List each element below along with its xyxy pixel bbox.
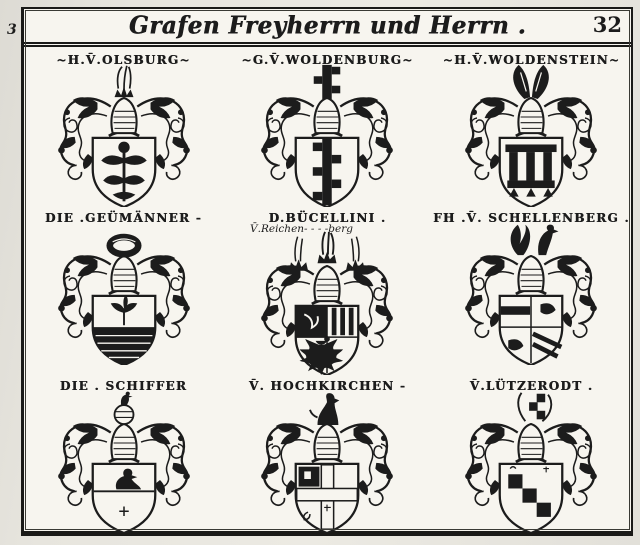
title-bar: Grafen Freyherrn und Herrn . 32 xyxy=(24,9,631,47)
page-title: Grafen Freyherrn und Herrn . xyxy=(128,11,527,40)
handwritten-margin-number: 3 xyxy=(7,22,17,38)
arms-cell-bucellini: D.BÜCELLINI . V̄.Reichen- - - -berg xyxy=(223,207,432,375)
arms-cell-schiffer: DIE . SCHIFFER xyxy=(24,375,223,533)
arms-grid: ~H.V̄.OLSBURG~ xyxy=(24,49,631,531)
arms-cell-woldenburg: ~G.V̄.WOLDENBURG~ xyxy=(223,49,432,207)
hochkirchen-crest-engraving xyxy=(239,393,415,533)
page-frame: Grafen Freyherrn und Herrn . 32 ~H.V̄.OL… xyxy=(21,7,633,536)
woldenburg-crest-engraving xyxy=(239,64,415,207)
arms-caption: FH .V̄. SCHELLENBERG . xyxy=(433,211,630,225)
bucellini-crest-engraving xyxy=(239,231,415,375)
schiffer-crest-engraving xyxy=(36,391,212,533)
arms-cell-hochkirchen: V̄. HOCHKIRCHEN - xyxy=(223,375,432,533)
arms-cell-geumaenner: DIE .GEÜMÄNNER - xyxy=(24,207,223,375)
olsburg-crest-engraving xyxy=(36,65,212,207)
arms-cell-luetzerodt: V̄.LÜTZERODT . xyxy=(432,375,631,533)
arms-caption: V̄.LÜTZERODT . xyxy=(469,379,594,393)
geumaenner-crest-engraving xyxy=(36,233,212,365)
luetzerodt-crest-engraving xyxy=(443,392,619,533)
schellenberg-crest-engraving xyxy=(443,224,619,365)
arms-cell-schellenberg: FH .V̄. SCHELLENBERG . xyxy=(432,207,631,375)
woldenstein-crest-engraving xyxy=(443,64,619,207)
arms-caption: ~G.V̄.WOLDENBURG~ xyxy=(241,53,414,67)
arms-caption: DIE .GEÜMÄNNER - xyxy=(45,211,202,225)
page-number: 32 xyxy=(592,12,622,37)
arms-caption: ~H.V̄.OLSBURG~ xyxy=(56,53,191,67)
arms-cell-woldenstein: ~H.V̄.WOLDENSTEIN~ xyxy=(432,49,631,207)
arms-caption: ~H.V̄.WOLDENSTEIN~ xyxy=(442,53,621,67)
arms-caption: D.BÜCELLINI . xyxy=(268,211,387,225)
arms-caption: DIE . SCHIFFER xyxy=(59,379,188,393)
handwritten-annotation: V̄.Reichen- - - -berg xyxy=(250,223,353,235)
arms-caption: V̄. HOCHKIRCHEN - xyxy=(248,379,407,393)
arms-cell-olsburg: ~H.V̄.OLSBURG~ xyxy=(24,49,223,207)
